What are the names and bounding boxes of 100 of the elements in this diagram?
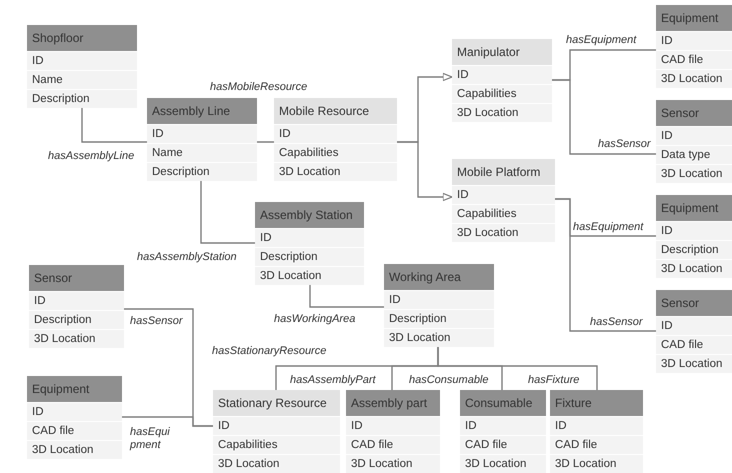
edge-label: hasAssemblyPart bbox=[290, 374, 376, 387]
attribute-row: Description bbox=[29, 310, 124, 329]
attribute-row: ID bbox=[384, 290, 494, 309]
attribute-row: 3D Location bbox=[656, 164, 732, 183]
class-table bbox=[452, 159, 555, 242]
attribute-row: CAD file bbox=[656, 335, 732, 354]
class-table bbox=[384, 264, 494, 347]
class-table bbox=[656, 290, 732, 373]
class-name-header: Manipulator bbox=[452, 39, 552, 65]
class-table bbox=[29, 265, 124, 348]
edge-label: hasSensor bbox=[598, 138, 651, 151]
attribute-row: Description bbox=[27, 89, 137, 108]
class-table bbox=[147, 98, 257, 181]
attribute-row: 3D Location bbox=[452, 223, 555, 242]
class-name-header: Working Area bbox=[384, 264, 494, 290]
relation-line bbox=[309, 285, 384, 308]
class-name-header: Shopfloor bbox=[27, 25, 137, 51]
attribute-row: ID bbox=[460, 416, 546, 435]
class-table bbox=[656, 195, 732, 278]
attribute-row: 3D Location bbox=[656, 259, 732, 278]
class-table bbox=[656, 5, 732, 88]
class-name-header: Stationary Resource bbox=[213, 390, 340, 416]
attribute-row: 3D Location bbox=[29, 329, 124, 348]
attribute-row: 3D Location bbox=[656, 354, 732, 373]
attribute-row: ID bbox=[656, 126, 732, 145]
class-name-header: Assembly Line bbox=[147, 98, 257, 124]
edge-label: hasMobileResource bbox=[210, 81, 308, 94]
attribute-row: ID bbox=[346, 416, 440, 435]
edge-label: hasStationaryResource bbox=[212, 345, 326, 358]
inheritance-arrow bbox=[397, 141, 453, 202]
class-name-header: Equipment bbox=[656, 195, 732, 221]
attribute-row: CAD file bbox=[346, 435, 440, 454]
class-table bbox=[274, 98, 397, 181]
attribute-row: Description bbox=[255, 247, 364, 266]
attribute-row: 3D Location bbox=[550, 454, 643, 473]
attribute-row: 3D Location bbox=[274, 162, 397, 181]
class-name-header: Sensor bbox=[29, 265, 124, 291]
attribute-row: ID bbox=[452, 185, 555, 204]
relation-line bbox=[555, 198, 656, 332]
attribute-row: ID bbox=[27, 402, 122, 421]
attribute-row: 3D Location bbox=[346, 454, 440, 473]
class-name-header: Mobile Resource bbox=[274, 98, 397, 124]
attribute-row: 3D Location bbox=[460, 454, 546, 473]
edge-label: hasSensor bbox=[590, 316, 643, 329]
attribute-row: ID bbox=[550, 416, 643, 435]
attribute-row: 3D Location bbox=[27, 440, 122, 459]
attribute-row: Description bbox=[147, 162, 257, 181]
relation-line bbox=[122, 416, 213, 427]
edge-label: hasWorkingArea bbox=[274, 313, 356, 326]
attribute-row: Capabilities bbox=[452, 204, 555, 223]
edge-label: hasConsumable bbox=[409, 374, 488, 387]
attribute-row: ID bbox=[147, 124, 257, 143]
attribute-row: CAD file bbox=[27, 421, 122, 440]
class-table bbox=[346, 390, 440, 473]
attribute-row: Name bbox=[147, 143, 257, 162]
edge-label: hasFixture bbox=[528, 374, 580, 387]
attribute-row: ID bbox=[274, 124, 397, 143]
class-name-header: Sensor bbox=[656, 100, 732, 126]
class-table bbox=[460, 390, 546, 473]
attribute-row: ID bbox=[656, 316, 732, 335]
relation-line bbox=[552, 79, 656, 155]
class-name-header: Equipment bbox=[27, 376, 122, 402]
attribute-row: 3D Location bbox=[384, 328, 494, 347]
attribute-row: ID bbox=[213, 416, 340, 435]
class-name-header: Sensor bbox=[656, 290, 732, 316]
class-table bbox=[550, 390, 643, 473]
edge-label: hasEquipment bbox=[573, 221, 644, 234]
class-table bbox=[255, 202, 364, 285]
attribute-row: 3D Location bbox=[452, 103, 552, 122]
class-name-header: Equipment bbox=[656, 5, 732, 31]
attribute-row: Name bbox=[27, 70, 137, 89]
attribute-row: 3D Location bbox=[213, 454, 340, 473]
edge-label: hasAssemblyStation bbox=[137, 251, 237, 264]
class-name-header: Mobile Platform bbox=[452, 159, 555, 185]
edge-label: hasEqui pment bbox=[130, 426, 171, 452]
attribute-row: Capabilities bbox=[274, 143, 397, 162]
attribute-row: 3D Location bbox=[656, 69, 732, 88]
edge-label: hasAssemblyLine bbox=[48, 150, 134, 163]
relation-line bbox=[200, 181, 255, 244]
class-name-header: Assembly part bbox=[346, 390, 440, 416]
class-table bbox=[213, 390, 340, 473]
attribute-row: CAD file bbox=[460, 435, 546, 454]
edge-label: hasEquipment bbox=[566, 34, 636, 47]
attribute-row: ID bbox=[29, 291, 124, 310]
attribute-row: 3D Location bbox=[255, 266, 364, 285]
class-name-header: Consumable bbox=[460, 390, 546, 416]
relation-line bbox=[257, 141, 274, 143]
attribute-row: ID bbox=[255, 228, 364, 247]
class-name-header: Fixture bbox=[550, 390, 643, 416]
class-table bbox=[27, 376, 122, 459]
relation-line bbox=[81, 108, 147, 143]
class-name-header: Assembly Station bbox=[255, 202, 364, 228]
attribute-row: Description bbox=[384, 309, 494, 328]
class-table bbox=[27, 25, 137, 108]
attribute-row: ID bbox=[656, 31, 732, 50]
attribute-row: ID bbox=[27, 51, 137, 70]
attribute-row: ID bbox=[656, 221, 732, 240]
attribute-row: Description bbox=[656, 240, 732, 259]
class-table bbox=[452, 39, 552, 122]
attribute-row: CAD file bbox=[550, 435, 643, 454]
